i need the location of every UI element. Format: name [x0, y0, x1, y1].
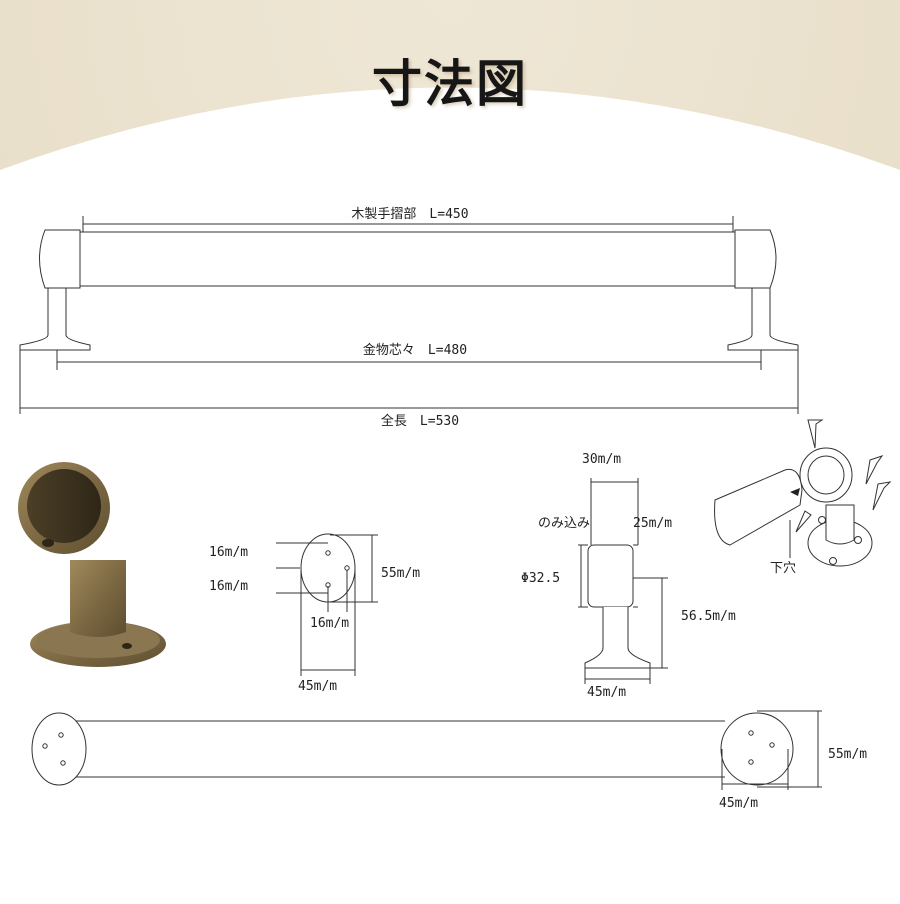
insertion-depth-value: 25m/m: [633, 516, 672, 531]
handrail-length-label: 木製手摺部 L=450: [351, 207, 468, 222]
overall-length-label: 全長 L=530: [381, 413, 459, 429]
page-title: 寸法図: [372, 55, 528, 113]
side-view: [578, 478, 668, 684]
plate-width-label: 45m/m: [298, 679, 337, 694]
bottom-view: [31, 710, 822, 790]
hole-spacing-upper-label: 16m/m: [209, 545, 248, 560]
plate-height-label: 55m/m: [381, 566, 420, 581]
height-label: 56.5m/m: [681, 609, 736, 624]
socket-width-label: 30m/m: [582, 452, 621, 467]
top-view: [19, 216, 799, 414]
insertion-depth-label: のみ込み: [538, 516, 590, 531]
base-plate-view: [276, 533, 378, 676]
bottom-plate-width-label: 45m/m: [719, 796, 758, 811]
mounting-view: [714, 419, 892, 567]
background-arch: [0, 87, 900, 900]
hole-offset-label: 16m/m: [310, 616, 349, 631]
hole-spacing-lower-label: 16m/m: [209, 579, 248, 594]
base-width-label: 45m/m: [587, 685, 626, 700]
arrow-icon: [790, 488, 800, 496]
metal-center-length-label: 金物芯々 L=480: [363, 342, 467, 358]
bracket-photo: [18, 462, 166, 667]
bottom-plate-height-label: 55m/m: [828, 747, 867, 762]
pilot-hole-label: 下穴: [770, 561, 796, 576]
socket-diameter-label: Φ32.5: [521, 571, 560, 586]
